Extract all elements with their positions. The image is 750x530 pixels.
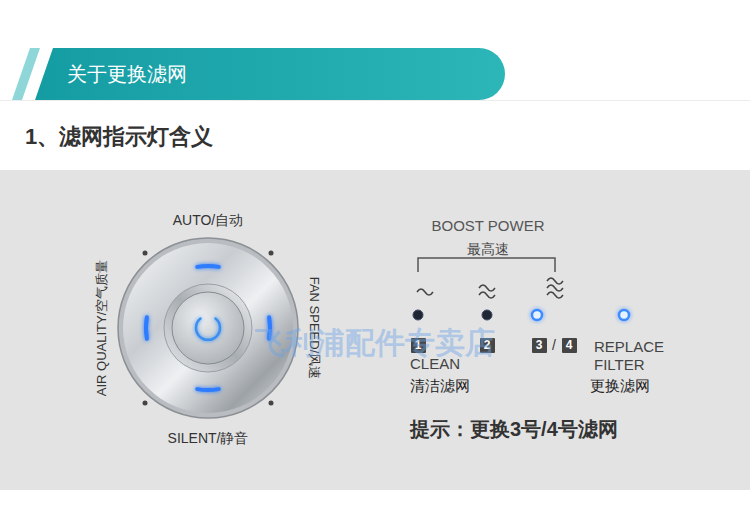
number-box: 2: [480, 338, 495, 353]
number-text: 2: [480, 338, 495, 353]
number-text: 4: [562, 338, 577, 353]
band-outline: [35, 48, 505, 100]
tip-note: 提示：更换3号/4号滤网: [410, 417, 618, 441]
number-box: 3: [532, 338, 547, 353]
light-label: 清洁滤网: [410, 377, 470, 395]
knob-label: AUTO/自动: [173, 212, 244, 229]
header-band: 关于更换滤网: [35, 48, 505, 100]
number-box: 4: [562, 338, 577, 353]
number-text: 3: [532, 338, 547, 353]
banner-stripe: [12, 48, 40, 100]
control-knob: [118, 238, 298, 418]
rule-line: [0, 100, 750, 101]
speed-heading: BOOST POWER: [431, 217, 544, 235]
indicator-lights: [413, 310, 629, 320]
knob-label: AIR QUALITY/空气质量: [94, 260, 110, 397]
number-text: 1: [411, 338, 426, 353]
light-label: 更换滤网: [590, 377, 650, 395]
bracket: [418, 258, 555, 272]
grey-panel: [0, 170, 750, 490]
speed-symbols: [417, 278, 563, 298]
band-title: 关于更换滤网: [35, 48, 505, 100]
knob-label: FAN SPEED/风速: [306, 277, 322, 380]
light-label: REPLACE FILTER: [594, 338, 674, 374]
light-label: CLEAN: [410, 355, 460, 373]
number-box: 1: [411, 338, 426, 353]
section-heading: 1、滤网指示灯含义: [25, 124, 213, 150]
knob-label: SILENT/静音: [168, 430, 249, 447]
separator: /: [552, 337, 556, 354]
speed-heading: 最高速: [467, 241, 509, 258]
